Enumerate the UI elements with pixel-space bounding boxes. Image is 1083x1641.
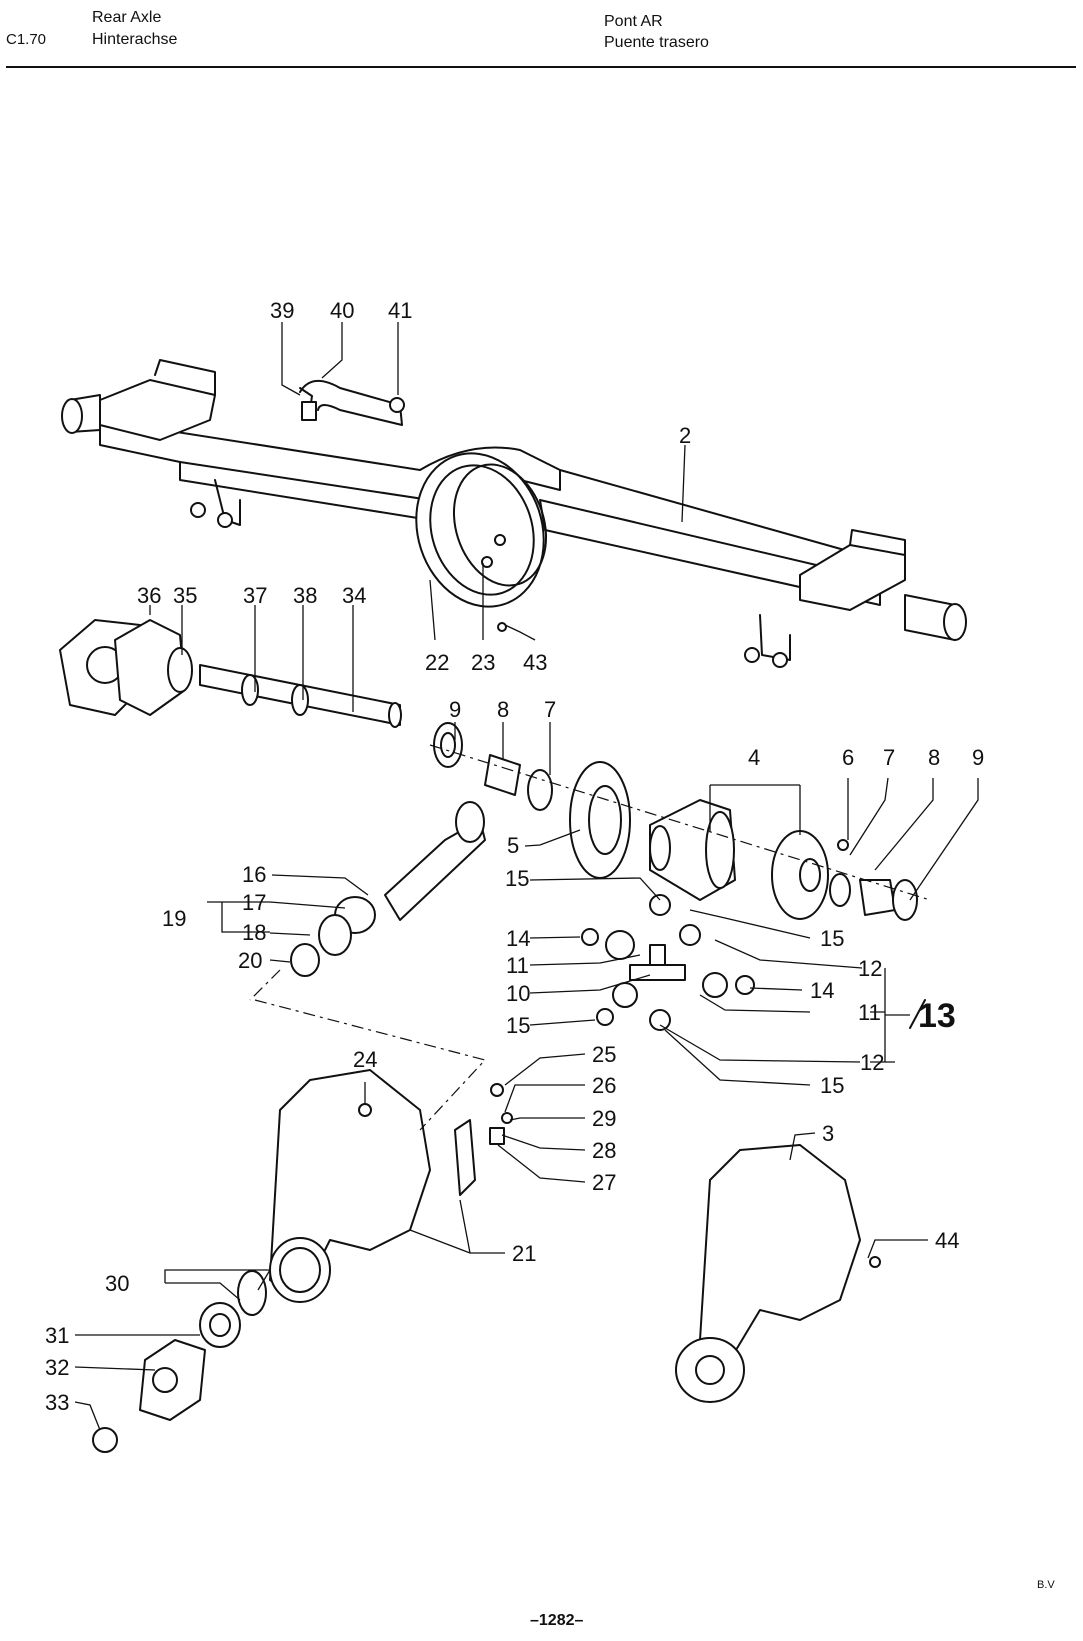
callout-31: 31 <box>45 1323 69 1348</box>
callout-32: 32 <box>45 1355 69 1380</box>
callout-15-c: 15 <box>506 1013 530 1038</box>
callout-39: 39 <box>270 298 294 323</box>
callout-11-a: 11 <box>506 953 529 978</box>
callout-28: 28 <box>592 1138 616 1163</box>
callout-37: 37 <box>243 583 267 608</box>
callout-15-b: 15 <box>820 926 844 951</box>
callout-7-left: 7 <box>544 697 556 722</box>
callout-labels: 39 40 41 2 36 35 37 38 34 22 23 43 9 8 7… <box>45 298 984 1415</box>
callout-16: 16 <box>242 862 266 887</box>
callout-29: 29 <box>592 1106 616 1131</box>
header-rule <box>6 66 1076 68</box>
callout-41: 41 <box>388 298 412 323</box>
axle-housing-drawing <box>61 359 967 668</box>
callout-35: 35 <box>173 583 197 608</box>
callout-30: 30 <box>105 1271 129 1296</box>
title-german: Hinterachse <box>92 31 178 48</box>
callout-34: 34 <box>342 583 366 608</box>
assembly-centerlines <box>249 744 931 1131</box>
callout-13-tick <box>909 999 926 1029</box>
callout-11-b: 11 <box>858 1000 881 1025</box>
half-shaft-drawing <box>59 619 402 728</box>
callout-12-b: 12 <box>860 1050 884 1075</box>
callout-17: 17 <box>242 890 266 915</box>
callout-7-right: 7 <box>883 745 895 770</box>
title-english: Rear Axle <box>92 9 162 26</box>
callout-14-a: 14 <box>506 926 530 951</box>
callout-40: 40 <box>330 298 354 323</box>
callout-18: 18 <box>242 920 266 945</box>
callout-6: 6 <box>842 745 854 770</box>
callout-21: 21 <box>512 1241 536 1266</box>
callout-10: 10 <box>506 981 530 1006</box>
title-french: Pont AR <box>604 13 663 30</box>
title-spanish: Puente trasero <box>604 34 709 51</box>
callout-43: 43 <box>523 650 547 675</box>
callout-36: 36 <box>137 583 161 608</box>
callout-9-left: 9 <box>449 697 461 722</box>
callout-19: 19 <box>162 906 186 931</box>
callout-26: 26 <box>592 1073 616 1098</box>
callout-8-left: 8 <box>497 697 509 722</box>
callout-23: 23 <box>471 650 495 675</box>
callout-3: 3 <box>822 1121 834 1146</box>
callout-2: 2 <box>679 423 691 448</box>
callout-12-a: 12 <box>858 956 882 981</box>
carrier-housing-drawing <box>92 1069 881 1453</box>
callout-27: 27 <box>592 1170 616 1195</box>
differential-drawing <box>290 722 918 1031</box>
callout-14-b: 14 <box>810 978 834 1003</box>
callout-5: 5 <box>507 833 519 858</box>
section-code: C1.70 <box>6 31 47 48</box>
callout-20: 20 <box>238 948 262 973</box>
callout-15-a: 15 <box>505 866 529 891</box>
callout-4: 4 <box>748 745 760 770</box>
callout-9-right: 9 <box>972 745 984 770</box>
callout-22: 22 <box>425 650 449 675</box>
callout-33: 33 <box>45 1390 69 1415</box>
callout-38: 38 <box>293 583 317 608</box>
callout-15-d: 15 <box>820 1073 844 1098</box>
publisher-mark: B.V <box>1037 1579 1055 1591</box>
callout-24: 24 <box>353 1047 377 1072</box>
callout-8-right: 8 <box>928 745 940 770</box>
callout-25: 25 <box>592 1042 616 1067</box>
callout-44: 44 <box>935 1228 959 1253</box>
leader-lines <box>74 322 979 1431</box>
page-number: –1282– <box>530 1612 584 1629</box>
